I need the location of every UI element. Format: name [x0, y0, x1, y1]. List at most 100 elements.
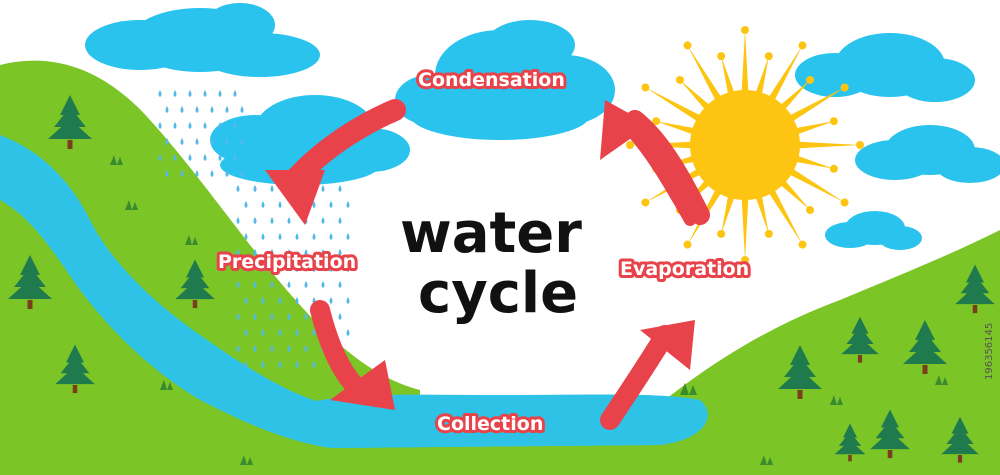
rain-drop	[287, 217, 291, 224]
sun-ray	[777, 79, 811, 113]
rain-drop	[236, 345, 240, 352]
rain-drop	[158, 90, 162, 97]
sun-ray	[792, 154, 834, 169]
sun-ray	[687, 45, 724, 104]
sun-ray-tip	[683, 41, 692, 50]
rain-drop	[253, 281, 257, 288]
sun-ray-tip	[840, 83, 849, 92]
rain-drop	[244, 297, 248, 304]
sun-ray-tip	[798, 240, 807, 249]
rain-drop	[210, 138, 214, 145]
rain-drop	[244, 265, 248, 272]
rain-drop	[270, 313, 274, 320]
rain-drop	[338, 281, 342, 288]
rain-drop	[233, 122, 237, 129]
rain-drop	[165, 138, 169, 145]
cloud-condensation	[395, 20, 615, 140]
rain-drop	[195, 138, 199, 145]
rain-drop	[253, 217, 257, 224]
rain-drop	[338, 185, 342, 192]
rain-drop	[253, 185, 257, 192]
cloud-mid-right	[855, 125, 1000, 183]
rain-drop	[304, 345, 308, 352]
rain-drop	[329, 265, 333, 272]
rain-drop	[158, 154, 162, 161]
cloud-top-right	[795, 33, 975, 102]
rain-drop	[173, 90, 177, 97]
sun-ray-tip	[641, 198, 650, 207]
rain-drop	[225, 106, 229, 113]
rain-drop	[346, 201, 350, 208]
rain-drop	[312, 329, 316, 336]
rain-drop	[295, 361, 299, 368]
rain-drop	[233, 154, 237, 161]
rain-drop	[236, 281, 240, 288]
rain-drop	[253, 345, 257, 352]
rain-drop	[188, 90, 192, 97]
arrow-evaporation	[600, 320, 695, 430]
rain-drop	[312, 265, 316, 272]
rain-drop	[244, 361, 248, 368]
sun-ray	[741, 30, 749, 96]
rain-drop	[346, 329, 350, 336]
rain-drop	[240, 106, 244, 113]
rain-drop	[261, 201, 265, 208]
rain-drop	[236, 249, 240, 256]
rain-drop	[188, 154, 192, 161]
watermark-image-id: 196356145	[984, 323, 995, 380]
sun-ray-tip	[798, 41, 807, 50]
label-collection: Collection	[437, 413, 543, 435]
rain-drop	[270, 345, 274, 352]
left-hill	[0, 60, 420, 475]
sun-ray-tip	[840, 198, 849, 207]
sun-ray-tip	[675, 75, 684, 84]
rain-drop	[270, 217, 274, 224]
sun-ray-tip	[829, 117, 838, 126]
sun-ray-tip	[741, 256, 749, 264]
rain-drop	[304, 313, 308, 320]
rain-drop	[261, 265, 265, 272]
rain-drop	[218, 154, 222, 161]
rain-drop	[338, 217, 342, 224]
rain-drop	[244, 233, 248, 240]
rain-drop	[270, 281, 274, 288]
rain-drop	[278, 329, 282, 336]
grass-tufts	[110, 155, 948, 465]
rain-drop	[244, 329, 248, 336]
pine-tree-icon	[778, 345, 822, 399]
rain-drop	[312, 361, 316, 368]
rain-drop	[346, 265, 350, 272]
sun-ray-tip	[717, 52, 726, 61]
rain-drop	[287, 345, 291, 352]
arrow-condensation	[600, 100, 710, 226]
rain-drop	[173, 154, 177, 161]
rain-drop	[321, 217, 325, 224]
sun-ray	[754, 56, 769, 98]
rain-drop	[188, 122, 192, 129]
title-line-cycle: cycle	[418, 261, 578, 326]
rain-drop	[295, 265, 299, 272]
pine-tree-icon	[841, 316, 879, 363]
rain-drop	[304, 281, 308, 288]
pine-tree-icon	[55, 344, 95, 394]
sun-ray-tip	[806, 75, 815, 84]
rain-drop	[261, 233, 265, 240]
pine-tree-icon	[8, 255, 52, 309]
pine-tree-icon	[955, 264, 995, 314]
rain-drop	[195, 170, 199, 177]
label-evaporation: Evaporation	[620, 258, 749, 280]
rain-drop	[165, 170, 169, 177]
sun-ray-tip	[652, 117, 661, 126]
sun-ray	[721, 56, 736, 98]
rain-drop	[295, 329, 299, 336]
rain-drop	[287, 313, 291, 320]
pine-tree-icon	[48, 95, 92, 149]
rain-drop	[225, 170, 229, 177]
sun-ray	[645, 87, 704, 124]
rain-drop	[329, 233, 333, 240]
sun-icon	[626, 26, 864, 264]
sun-ray-tip	[764, 52, 773, 61]
rain-drop	[203, 154, 207, 161]
sun-ray	[766, 186, 803, 245]
